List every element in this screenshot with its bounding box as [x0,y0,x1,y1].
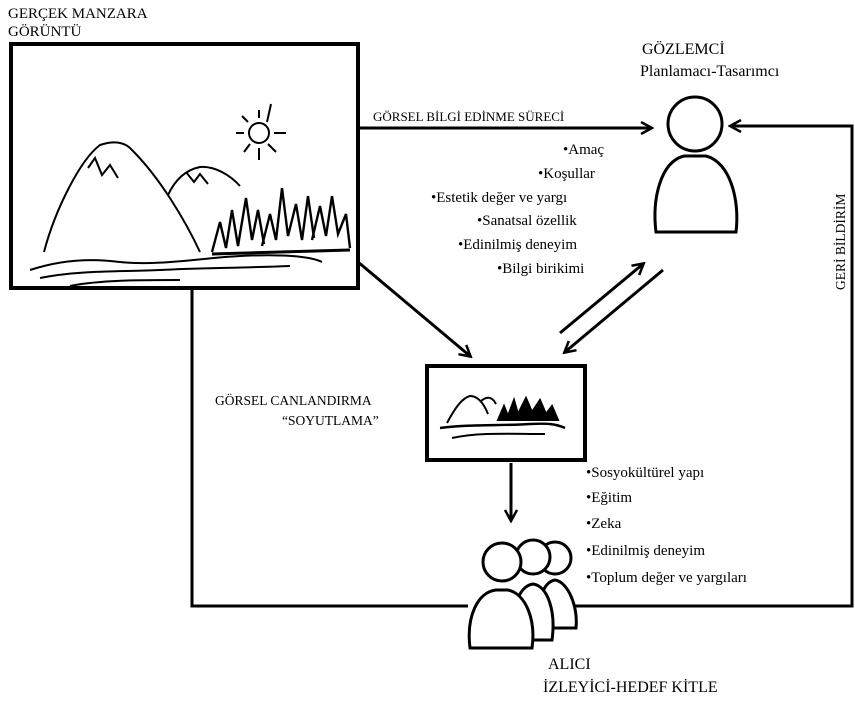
receiver-factors-list: •Sosyokültürel yapı •Eğitim •Zeka •Edini… [586,465,747,586]
arrow-visual-to-observer [559,264,643,335]
receiver-title: ALICI [548,656,591,673]
observer-factor-item: •Estetik değer ve yargı [431,190,567,206]
arrow-observer-to-visual [565,268,664,352]
forest-icon [210,187,352,256]
observer-subtitle: Planlamacı-Tasarımcı [640,63,780,80]
observer-factors-list: •Amaç •Koşullar •Estetik değer ve yargı … [431,142,604,277]
observer-person-icon [653,95,739,234]
mountain-icon [43,141,241,253]
receiver-factor-item: •Edinilmiş deneyim [586,543,705,559]
sun-icon [236,103,286,160]
receiver-factor-item: •Eğitim [586,490,632,506]
feedback-connector-line [190,288,468,608]
feedback-loop-line [560,126,854,608]
receiver-subtitle: İZLEYİCİ-HEDEF KİTLE [543,678,718,696]
visualization-title: GÖRSEL CANLANDIRMA [215,393,372,408]
abstract-landscape-sketch [439,394,566,439]
receiver-factor-item: •Toplum değer ve yargıları [586,570,747,586]
arrow-real-to-visual [357,260,470,356]
real-landscape-frame [9,42,360,290]
receiver-factor-item: •Sosyokültürel yapı [586,465,704,481]
receiver-group-icon [467,538,578,650]
observer-factor-item: •Koşullar [538,166,595,182]
real-view-title-line1: GERÇEK MANZARA [8,6,148,22]
visualization-subtitle: “SOYUTLAMA” [282,413,379,428]
observer-factor-item: •Edinilmiş deneyim [458,237,577,253]
real-view-title-line2: GÖRÜNTÜ [8,23,81,40]
feedback-label: GERİ BİLDİRİM [833,194,848,290]
receiver-factor-item: •Zeka [586,516,622,532]
observer-factor-item: •Amaç [563,142,604,158]
process-label: GÖRSEL BİLGİ EDİNME SÜRECİ [373,109,564,124]
observer-factor-item: •Bilgi birikimi [497,261,584,277]
observer-title: GÖZLEMCİ [642,40,725,58]
observer-factor-item: •Sanatsal özellik [477,213,577,229]
shore-lines [29,254,323,271]
landscape-sketch [29,103,352,287]
